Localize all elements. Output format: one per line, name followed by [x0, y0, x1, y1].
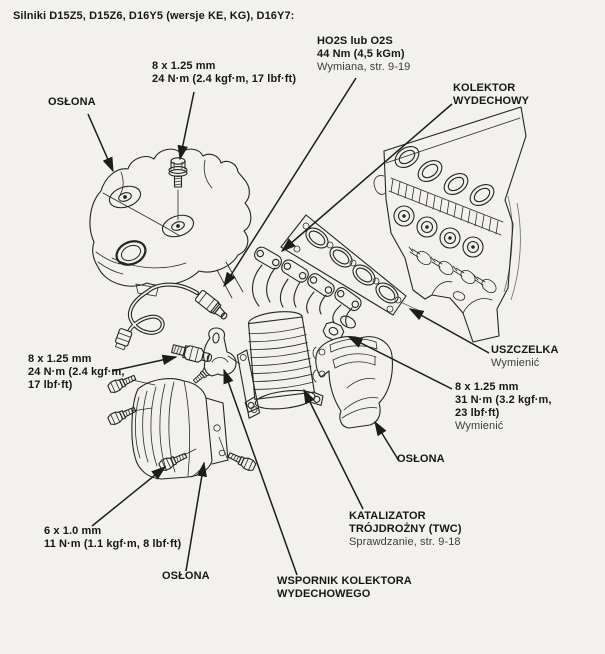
leader-shield-right [374, 420, 400, 462]
sensor-plug-drawing [171, 344, 213, 363]
callout-catalyst-line1: KATALIZATOR [349, 510, 426, 522]
callout-bolt-bottom: 6 x 1.0 mm 11 N·m (1.1 kgf·m, 8 lbf·ft) [44, 525, 181, 551]
page-title: Silniki D15Z5, D15Z6, D16Y5 (wersje KE, … [13, 10, 295, 22]
exhaust-manifold-drawing [252, 246, 362, 341]
engine-block-drawing [373, 106, 527, 343]
callout-manifold-line2: WYDECHOWY [453, 95, 530, 107]
leader-gasket [408, 308, 490, 354]
callout-ho2s-line3: Wymiana, str. 9-19 [317, 61, 411, 73]
callout-ho2s-line2: 44 Nm (4,5 kGm) [317, 48, 405, 60]
callout-plug-left-line3: 17 lbf·ft) [28, 379, 73, 391]
callout-nut-right-line3: 23 lbf·ft) [455, 407, 500, 419]
callout-bolt-top-line1: 8 x 1.25 mm [152, 60, 216, 72]
callout-bolt-top-line2: 24 N·m (2.4 kgf·m, 17 lbf·ft) [152, 73, 297, 85]
leader-shield-top [87, 113, 114, 173]
callout-bracket-line2: WYDECHOWEGO [277, 588, 371, 600]
callout-shield-bottom-line1: OSŁONA [162, 570, 210, 582]
leader-bolt-bottom [91, 466, 167, 527]
leader-shield-bottom [185, 461, 207, 572]
right-heat-shield-drawing [312, 336, 393, 429]
leader-lines [87, 77, 490, 576]
callout-ho2s: HO2S lub O2S 44 Nm (4,5 kGm) Wymiana, st… [317, 35, 410, 74]
manifold-bracket-drawing [203, 327, 241, 377]
oxygen-sensor-drawing [115, 282, 228, 351]
callout-bracket: WSPORNIK KOLEKTORA WYDECHOWEGO [277, 575, 412, 601]
upper-heat-shield-drawing [89, 148, 252, 299]
leader-bracket [223, 368, 298, 576]
callout-plug-left-line2: 24 N·m (2.4 kgf·m, [28, 366, 125, 378]
leader-ho2s [223, 77, 357, 288]
lower-heat-shield-drawing [131, 378, 229, 480]
callout-bolt-top: 8 x 1.25 mm 24 N·m (2.4 kgf·m, 17 lbf·ft… [152, 60, 296, 86]
gasket-drawing [280, 214, 407, 316]
top-bolt-drawing [168, 157, 188, 221]
leader-nut-right [347, 336, 453, 390]
callout-gasket: USZCZELKA Wymienić [491, 344, 559, 370]
callout-manifold: KOLEKTOR WYDECHOWY [453, 82, 529, 108]
leader-bolt-top [177, 91, 195, 161]
callout-shield-right-line1: OSŁONA [397, 453, 445, 465]
leader-manifold [280, 103, 453, 252]
leader-catalyst [303, 388, 364, 510]
callout-plug-left-line1: 8 x 1.25 mm [28, 353, 92, 365]
shield-bolts [106, 362, 258, 473]
callout-shield-top-line1: OSŁONA [48, 96, 96, 108]
callout-nut-right-line4: Wymienić [455, 420, 504, 432]
callout-gasket-line2: Wymienić [491, 357, 540, 369]
callout-catalyst-line3: Sprawdzanie, str. 9-18 [349, 536, 461, 548]
callout-catalyst-line2: TRÓJDROŻNY (TWC) [349, 523, 462, 535]
callout-catalyst: KATALIZATOR TRÓJDROŻNY (TWC) Sprawdzanie… [349, 510, 462, 549]
callout-nut-right-line2: 31 N·m (3.2 kgf·m, [455, 394, 552, 406]
catalytic-converter-drawing [236, 311, 324, 419]
leader-plug-left [111, 354, 178, 372]
callout-shield-top: OSŁONA [48, 96, 96, 109]
callout-manifold-line1: KOLEKTOR [453, 82, 516, 94]
callout-shield-right: OSŁONA [397, 453, 445, 466]
callout-nut-right-line1: 8 x 1.25 mm [455, 381, 519, 393]
callout-bracket-line1: WSPORNIK KOLEKTORA [277, 575, 412, 587]
callout-bolt-bottom-line1: 6 x 1.0 mm [44, 525, 102, 537]
callout-nut-right: 8 x 1.25 mm 31 N·m (3.2 kgf·m, 23 lbf·ft… [455, 381, 552, 433]
callout-shield-bottom: OSŁONA [162, 570, 210, 583]
callout-ho2s-line1: HO2S lub O2S [317, 35, 393, 47]
callout-plug-left: 8 x 1.25 mm 24 N·m (2.4 kgf·m, 17 lbf·ft… [28, 353, 125, 392]
callout-bolt-bottom-line2: 11 N·m (1.1 kgf·m, 8 lbf·ft) [44, 538, 182, 550]
callout-gasket-line1: USZCZELKA [491, 344, 559, 356]
